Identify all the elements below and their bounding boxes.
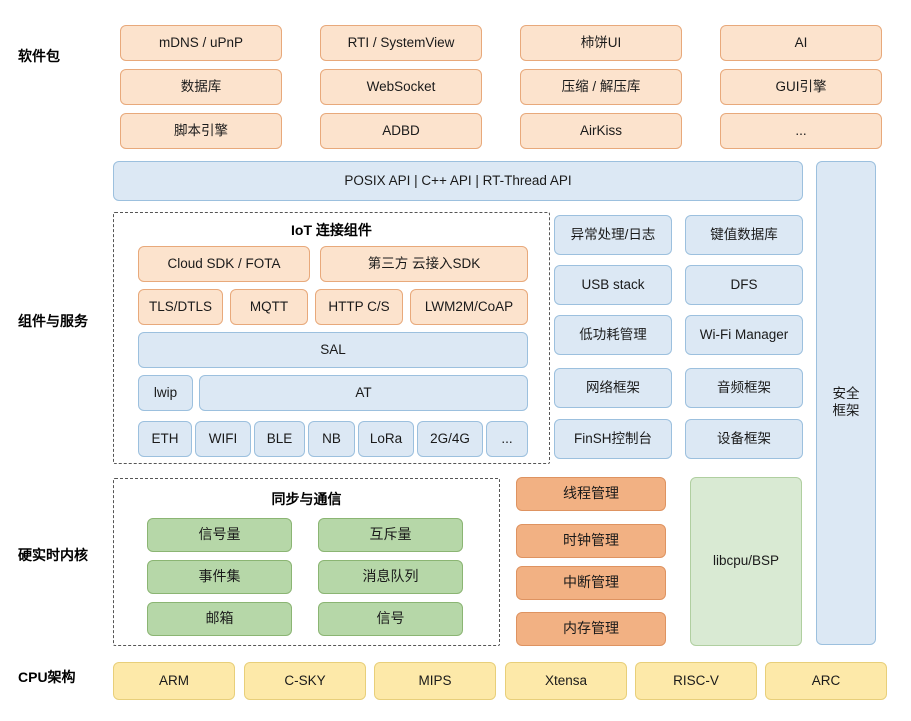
svc-finsh-console[interactable]: FinSH控制台: [554, 419, 672, 459]
pkg-more[interactable]: ...: [720, 113, 882, 149]
svc-usb-stack[interactable]: USB stack: [554, 265, 672, 305]
pkg-rti-systemview[interactable]: RTI / SystemView: [320, 25, 482, 61]
row-label-software-packages: 软件包: [18, 48, 60, 64]
cpu-c-sky[interactable]: C-SKY: [244, 662, 366, 700]
pkg-adbd[interactable]: ADBD: [320, 113, 482, 149]
cpu-mips[interactable]: MIPS: [374, 662, 496, 700]
cpu-arm[interactable]: ARM: [113, 662, 235, 700]
iot-link-2g4g[interactable]: 2G/4G: [417, 421, 483, 457]
svc-dfs[interactable]: DFS: [685, 265, 803, 305]
kernel-mutex[interactable]: 互斥量: [318, 518, 463, 552]
kernel-thread-management[interactable]: 线程管理: [516, 477, 666, 511]
iot-link-more[interactable]: ...: [486, 421, 528, 457]
kernel-interrupt-management[interactable]: 中断管理: [516, 566, 666, 600]
iot-link-lora[interactable]: LoRa: [358, 421, 414, 457]
pkg-shibing-ui[interactable]: 柿饼UI: [520, 25, 682, 61]
svc-audio-framework[interactable]: 音频框架: [685, 368, 803, 408]
svc-exception-log[interactable]: 异常处理/日志: [554, 215, 672, 255]
kernel-mailbox[interactable]: 邮箱: [147, 602, 292, 636]
svc-low-power[interactable]: 低功耗管理: [554, 315, 672, 355]
row-label-cpu-arch: CPU架构: [18, 669, 76, 685]
svc-network-framework[interactable]: 网络框架: [554, 368, 672, 408]
sync-group-title: 同步与通信: [271, 491, 342, 507]
iot-link-ble[interactable]: BLE: [254, 421, 305, 457]
iot-mqtt[interactable]: MQTT: [230, 289, 308, 325]
iot-tls-dtls[interactable]: TLS/DTLS: [138, 289, 223, 325]
kernel-memory-management[interactable]: 内存管理: [516, 612, 666, 646]
kernel-message-queue[interactable]: 消息队列: [318, 560, 463, 594]
kernel-semaphore[interactable]: 信号量: [147, 518, 292, 552]
cpu-risc-v[interactable]: RISC-V: [635, 662, 757, 700]
iot-lwm2m-coap[interactable]: LWM2M/CoAP: [410, 289, 528, 325]
iot-group-title: IoT 连接组件: [291, 222, 372, 238]
iot-sal[interactable]: SAL: [138, 332, 528, 368]
iot-link-nb[interactable]: NB: [308, 421, 355, 457]
iot-lwip[interactable]: lwip: [138, 375, 193, 411]
kernel-clock-management[interactable]: 时钟管理: [516, 524, 666, 558]
pkg-compression[interactable]: 压缩 / 解压库: [520, 69, 682, 105]
pkg-airkiss[interactable]: AirKiss: [520, 113, 682, 149]
api-bar: POSIX API | C++ API | RT-Thread API: [113, 161, 803, 201]
pkg-mdns-upnp[interactable]: mDNS / uPnP: [120, 25, 282, 61]
pkg-database[interactable]: 数据库: [120, 69, 282, 105]
cpu-xtensa[interactable]: Xtensa: [505, 662, 627, 700]
iot-at[interactable]: AT: [199, 375, 528, 411]
iot-group-border: [113, 212, 550, 464]
iot-third-party-cloud-sdk[interactable]: 第三方 云接入SDK: [320, 246, 528, 282]
svc-kv-database[interactable]: 键值数据库: [685, 215, 803, 255]
iot-link-wifi[interactable]: WIFI: [195, 421, 251, 457]
pkg-gui-engine[interactable]: GUI引擎: [720, 69, 882, 105]
libcpu-bsp[interactable]: libcpu/BSP: [690, 477, 802, 646]
security-framework: 安全 框架: [816, 161, 876, 645]
svc-wifi-manager[interactable]: Wi-Fi Manager: [685, 315, 803, 355]
iot-cloud-sdk-fota[interactable]: Cloud SDK / FOTA: [138, 246, 310, 282]
iot-http-cs[interactable]: HTTP C/S: [315, 289, 403, 325]
svc-device-framework[interactable]: 设备框架: [685, 419, 803, 459]
sync-group-border: [113, 478, 500, 646]
pkg-script-engine[interactable]: 脚本引擎: [120, 113, 282, 149]
row-label-components-services: 组件与服务: [18, 313, 88, 329]
cpu-arc[interactable]: ARC: [765, 662, 887, 700]
pkg-ai[interactable]: AI: [720, 25, 882, 61]
row-label-hard-realtime-kernel: 硬实时内核: [18, 547, 88, 563]
iot-link-eth[interactable]: ETH: [138, 421, 192, 457]
kernel-signal[interactable]: 信号: [318, 602, 463, 636]
pkg-websocket[interactable]: WebSocket: [320, 69, 482, 105]
kernel-event-set[interactable]: 事件集: [147, 560, 292, 594]
